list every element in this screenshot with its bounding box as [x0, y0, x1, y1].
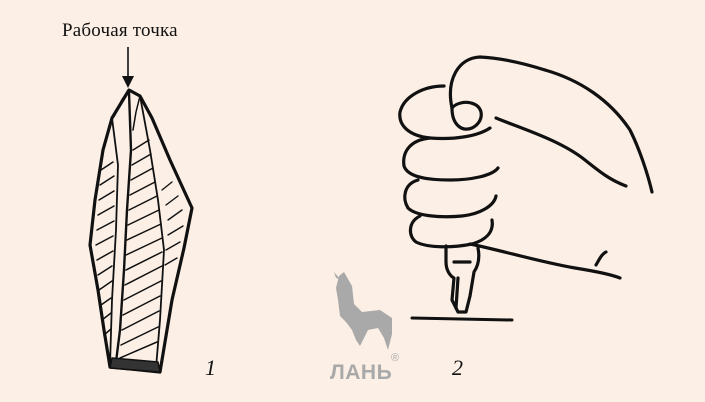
watermark-text: ЛАНЬ [330, 361, 392, 385]
watermark-registered-mark: ® [391, 352, 399, 364]
figure-part-1-number: 1 [205, 355, 216, 381]
flint-tool-icon [90, 90, 192, 372]
hand-holding-tool-icon [400, 57, 652, 320]
figure-part-2-number: 2 [452, 355, 463, 381]
deer-logo-icon [334, 272, 392, 350]
arrow-down-icon [122, 47, 134, 88]
